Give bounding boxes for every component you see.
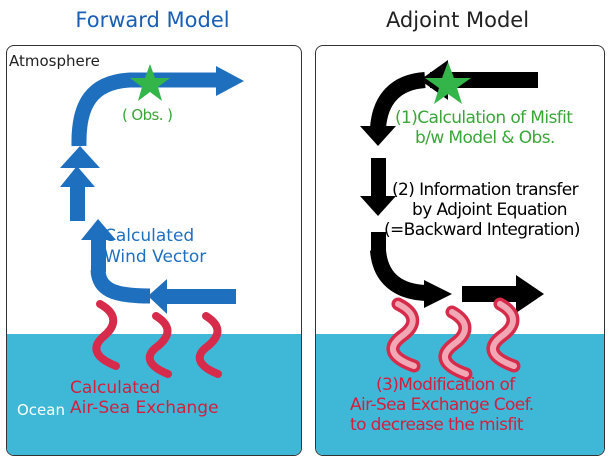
arrow-icon xyxy=(371,232,386,252)
star-icon xyxy=(130,64,170,101)
arrow-icon xyxy=(148,279,236,314)
arrow-icon xyxy=(81,219,116,272)
adjoint-panel xyxy=(315,45,605,456)
adjoint-model-title: Adjoint Model xyxy=(385,8,530,32)
transfer-label-2: by Adjoint Equation xyxy=(412,200,568,220)
star-icon xyxy=(425,62,471,104)
atmosphere-label: Atmosphere xyxy=(9,52,102,70)
forward-model-title: Forward Model xyxy=(75,8,230,32)
arrow-icon xyxy=(424,280,452,308)
wind-vector-label-2: Wind Vector xyxy=(104,247,207,267)
modify-label-2: Air-Sea Exchange Coef. xyxy=(350,395,534,415)
arrow-icon xyxy=(60,146,100,168)
modify-label-1: (3)Modification of xyxy=(376,375,515,395)
wind-vector-label-1: Calculated xyxy=(104,226,195,246)
ocean-area xyxy=(316,334,604,455)
forward-panel xyxy=(6,45,302,456)
arrow-icon xyxy=(516,275,544,313)
wave-icon xyxy=(386,297,521,381)
wave-icon xyxy=(92,300,222,378)
ocean-label: Ocean xyxy=(17,401,65,419)
transfer-label-3: (=Backward Integration) xyxy=(384,220,580,240)
arrow-icon xyxy=(360,126,396,146)
arrow-icon xyxy=(370,72,426,129)
arrow-icon xyxy=(60,166,95,221)
arrow-icon xyxy=(216,66,244,96)
arrow-icon xyxy=(370,248,427,301)
arrow-icon xyxy=(360,196,396,216)
modify-label-3: to decrease the misfit xyxy=(350,415,524,435)
air-sea-exchange-label-1: Calculated xyxy=(70,378,161,398)
arrow-icon xyxy=(90,269,151,304)
air-sea-exchange-label-2: Air-Sea Exchange xyxy=(70,398,219,418)
misfit-label-1: (1)Calculation of Misfit xyxy=(395,108,573,128)
forward-flow-arrows xyxy=(60,66,244,314)
obs-label: ( Obs. ) xyxy=(122,106,173,124)
arrow-icon xyxy=(371,158,386,198)
arrow-icon xyxy=(71,72,228,147)
arrow-icon xyxy=(462,286,522,302)
misfit-label-2: b/w Model & Obs. xyxy=(415,128,555,148)
transfer-label-1: (2) Information transfer xyxy=(392,180,579,200)
